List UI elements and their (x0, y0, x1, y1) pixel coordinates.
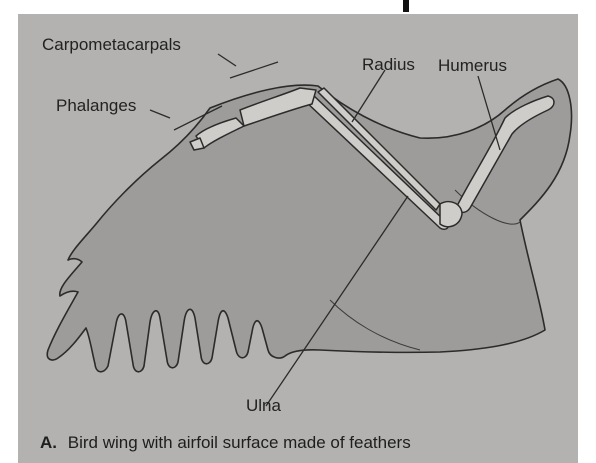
cropped-glyph (403, 0, 409, 12)
humerus-label: Humerus (438, 56, 507, 75)
phalanges-label: Phalanges (56, 96, 136, 115)
caption-text: Bird wing with airfoil surface made of f… (68, 433, 411, 452)
figure-caption: A. Bird wing with airfoil surface made o… (40, 433, 411, 452)
carpometacarpals-label: Carpometacarpals (42, 35, 181, 54)
radius-label: Radius (362, 55, 415, 74)
caption-letter: A. (40, 433, 57, 452)
ulna-label: Ulna (246, 396, 282, 415)
